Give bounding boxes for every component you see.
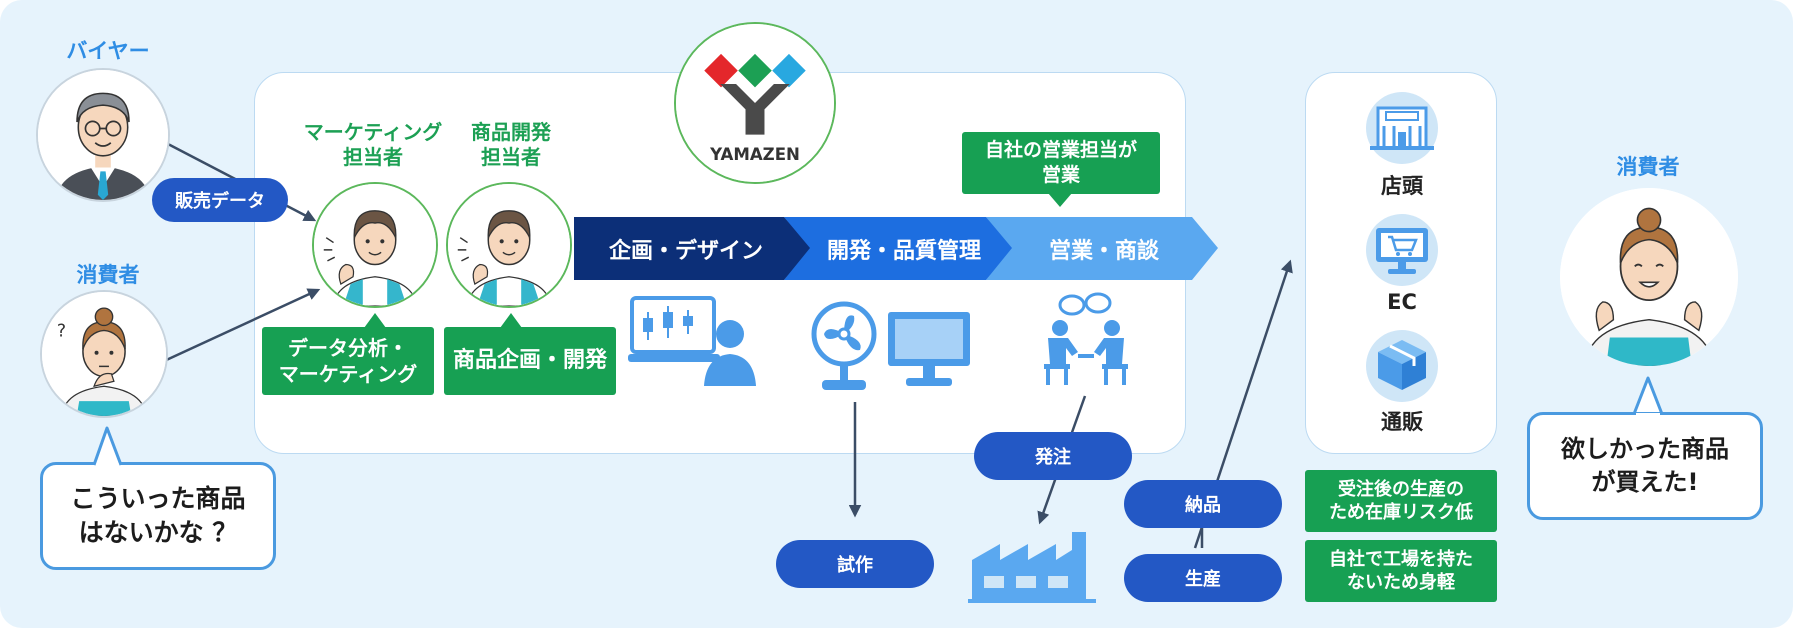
sales-callout-box: 自社の営業担当が 営業 (962, 132, 1160, 194)
prototype-pill: 試作 (776, 540, 934, 588)
consumer-right-avatar (1560, 188, 1738, 366)
buyer-avatar (36, 68, 170, 202)
consumer-left-speech-bubble: こういった商品 はないかな ？ (40, 462, 276, 570)
consumer-right-speech-line2: が買えた! (1591, 468, 1699, 496)
chart-monitor-user-icon (628, 294, 758, 390)
factory-icon (968, 530, 1096, 604)
product-staff-title: 商品開発 担当者 (471, 120, 551, 169)
marketing-staff-avatar (312, 182, 438, 308)
buyer-title: バイヤー (66, 39, 150, 63)
sales-data-pill: 販売データ (152, 178, 288, 222)
production-pill: 生産 (1124, 554, 1282, 602)
store-icon (1366, 102, 1438, 152)
logo-text: YAMAZEN (709, 145, 800, 164)
consumer-right-speech-bubble: 欲しかった商品 が買えた! (1527, 412, 1763, 520)
fan-icon (810, 300, 878, 392)
channel-ec-label: EC (1387, 290, 1417, 314)
consumer-left-title: 消費者 (76, 263, 140, 287)
shopping-cart-monitor-icon (1374, 226, 1430, 276)
pipeline-stage-3-label: 営業・商談 (1048, 238, 1159, 264)
consumer-left-speech-line2: はないかな ？ (78, 518, 238, 547)
channel-store-label: 店頭 (1381, 174, 1423, 198)
product-staff-avatar (446, 182, 572, 308)
pipeline-stage-2-label: 開発・品質管理 (826, 238, 981, 264)
consumer-right-title: 消費者 (1616, 155, 1680, 179)
marketing-staff-title: マーケティング 担当者 (303, 120, 443, 169)
marketing-role-box: データ分析・ マーケティング (262, 327, 434, 395)
consumer-left-avatar: ? (40, 290, 168, 418)
yamazen-logo: YAMAZEN (674, 22, 836, 184)
package-icon (1376, 338, 1428, 392)
benefit-no-factory: 自社で工場を持た ないため身軽 (1305, 540, 1497, 602)
product-role-box: 商品企画・開発 (444, 327, 616, 395)
order-pill: 発注 (974, 432, 1132, 480)
meeting-icon (1038, 292, 1134, 386)
consumer-left-speech-line1: こういった商品 (70, 483, 246, 513)
channel-mail-order-label: 通販 (1381, 410, 1423, 434)
benefit-inventory-risk: 受注後の生産の ため在庫リスク低 (1305, 470, 1497, 532)
pipeline-stage-1-label: 企画・デザイン (608, 238, 763, 264)
svg-text:?: ? (57, 322, 66, 342)
consumer-right-speech-line1: 欲しかった商品 (1561, 434, 1729, 463)
display-icon (886, 310, 972, 390)
delivery-pill: 納品 (1124, 480, 1282, 528)
